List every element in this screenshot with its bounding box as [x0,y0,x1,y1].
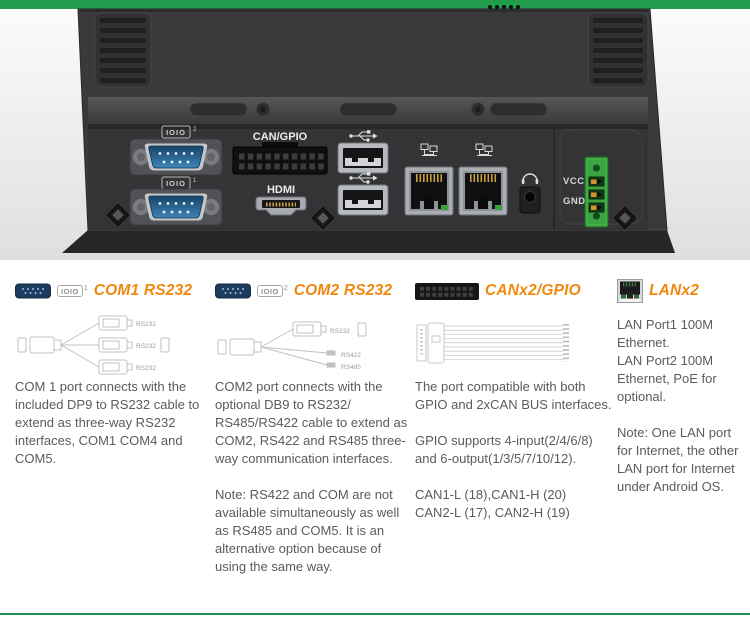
device-photo-section: IOIO 2 IOIO 1 [0,0,750,260]
section-title: LANx2 [649,282,700,299]
can-ribbon-diagram [415,312,613,378]
hdmi-port [255,196,307,216]
section-paragraph: Note: RS422 and COM are not available si… [215,487,400,574]
com2-cable-diagram: RS232 RS422 RS485 [215,312,409,378]
section-paragraph: GPIO supports 4-input(2/4/6/8) and 6-out… [415,433,593,466]
usb-port-2 [337,184,389,216]
usb-icon-1 [349,130,378,142]
section-paragraph: LAN Port1 100M Ethernet. LAN Port2 100M … [617,317,717,404]
db9-port-com1 [129,188,223,226]
hdmi-label: HDMI [267,184,295,196]
top-accent-bar [0,0,750,9]
section-paragraph: COM 1 port connects with the included DP… [15,379,200,466]
section-com2: IOIO 2 COM2 RS232 [215,279,409,594]
speaker-dots [488,5,520,9]
ioio-icon: IOIO 2 [257,285,288,297]
gnd-label: GND [563,196,586,207]
section-can-gpio: CANx2/GPIO [415,279,613,540]
screw-icon [106,203,130,227]
section-com1-heading: IOIO 1 COM1 RS232 [15,279,203,303]
svg-text:1: 1 [193,178,197,184]
lan-port-2 [458,166,508,216]
svg-text:RS232: RS232 [330,328,350,335]
svg-text:2: 2 [193,127,197,133]
annotations: IOIO 1 COM1 RS232 [0,279,750,609]
ioio-label-com2: IOIO 2 [161,125,197,139]
usb-port-1 [337,142,389,174]
can-gpio-label: CAN/GPIO [253,131,308,143]
svg-text:RS485: RS485 [341,364,361,371]
section-paragraph: The port compatible with both GPIO and 2… [415,379,612,412]
ledge [88,97,648,124]
vent-left [94,12,152,88]
bottom-accent-line [0,613,750,615]
lan-port-1 [404,166,454,216]
db9-icon [215,283,251,299]
ioio-icon: IOIO 1 [57,285,88,297]
svg-text:RS422: RS422 [341,352,361,359]
section-can-heading: CANx2/GPIO [415,279,613,303]
screw-icon [613,206,637,230]
svg-text:IOIO: IOIO [166,179,186,188]
headphone-icon [521,173,539,184]
lan-port-icon [617,279,643,303]
ethernet-icon-2 [475,143,493,156]
can-gpio-header [232,142,328,175]
section-title: COM2 RS232 [293,282,393,299]
device-rear-panel: IOIO 2 IOIO 1 [0,0,750,260]
pin-header-icon [415,282,479,300]
section-title: CANx2/GPIO [485,282,581,299]
com1-cable-diagram: RS232 RS232 RS232 [15,312,203,378]
section-paragraph: CAN1-L (18),CAN1-H (20) CAN2-L (17), CAN… [415,487,570,520]
audio-jack [519,186,541,214]
section-paragraph: COM2 port connects with the optional DB9… [215,379,408,466]
svg-text:RS232: RS232 [136,343,156,350]
section-com1: IOIO 1 COM1 RS232 [15,279,203,486]
ethernet-icon-1 [420,143,438,156]
svg-text:IOIO: IOIO [166,128,186,137]
db9-icon [15,283,51,299]
section-paragraph: Note: One LAN port for Internet, the oth… [617,425,739,494]
vcc-label: VCC [563,176,585,187]
section-title: COM1 RS232 [93,282,193,299]
section-com2-heading: IOIO 2 COM2 RS232 [215,279,409,303]
section-lan: LANx2 LAN Port1 100M Ethernet. LAN Port2… [617,279,750,514]
svg-text:RS232: RS232 [136,321,156,328]
power-terminal [584,156,609,228]
vent-right [587,12,649,88]
section-lan-heading: LANx2 [617,279,750,303]
usb-icon-2 [349,172,378,184]
db9-port-com2 [129,138,223,176]
svg-text:RS232: RS232 [136,365,156,372]
screw-icon [311,206,335,230]
